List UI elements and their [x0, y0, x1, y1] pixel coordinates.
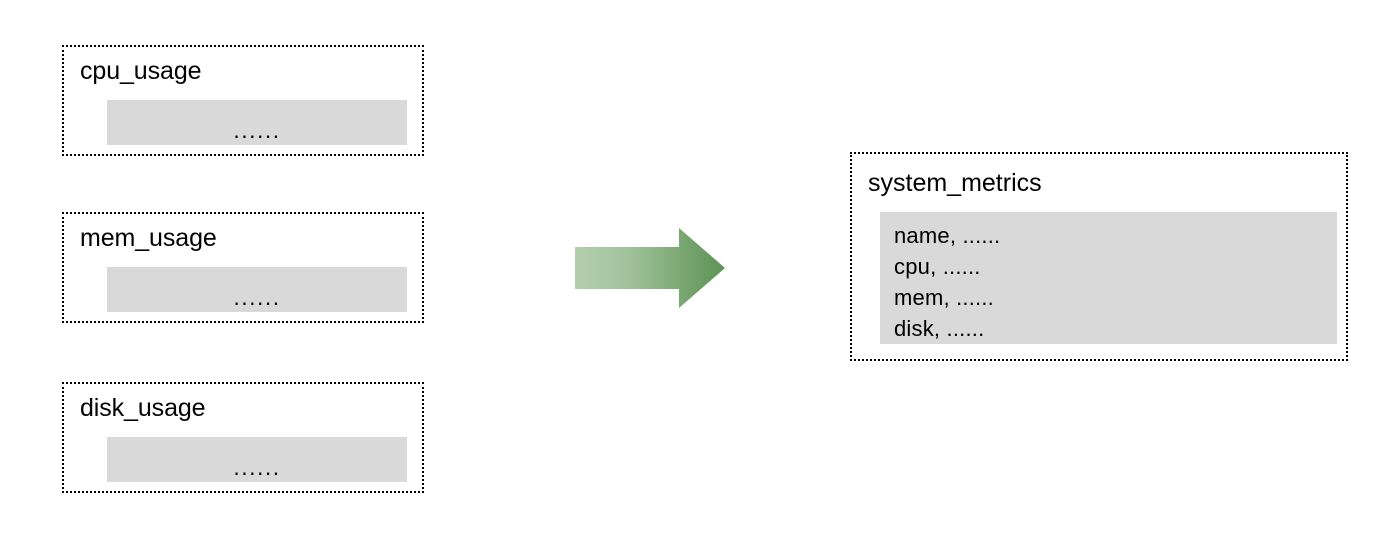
source-table-body: ...... — [107, 267, 407, 312]
table-row: name, ...... — [894, 223, 1001, 248]
destination-table-title: system_metrics — [868, 169, 1042, 197]
flow-arrow — [572, 224, 728, 312]
ellipsis-text: ...... — [233, 454, 281, 480]
ellipsis-text: ...... — [233, 284, 281, 310]
ellipsis-text: ...... — [233, 117, 281, 143]
source-table-title: disk_usage — [80, 394, 206, 422]
destination-table-body: name, ...... cpu, ...... mem, ...... dis… — [880, 212, 1337, 344]
right-arrow-icon — [575, 228, 725, 308]
source-table-cpu-usage[interactable]: cpu_usage ...... — [62, 45, 424, 156]
source-table-title: mem_usage — [80, 224, 217, 252]
source-table-body: ...... — [107, 100, 407, 145]
source-table-mem-usage[interactable]: mem_usage ...... — [62, 212, 424, 323]
table-row: cpu, ...... — [894, 254, 981, 279]
table-row: disk, ...... — [894, 316, 985, 341]
destination-table-system-metrics[interactable]: system_metrics name, ...... cpu, ...... … — [850, 152, 1348, 361]
source-table-body: ...... — [107, 437, 407, 482]
source-table-disk-usage[interactable]: disk_usage ...... — [62, 382, 424, 493]
table-row: mem, ...... — [894, 285, 994, 310]
source-table-title: cpu_usage — [80, 57, 202, 85]
